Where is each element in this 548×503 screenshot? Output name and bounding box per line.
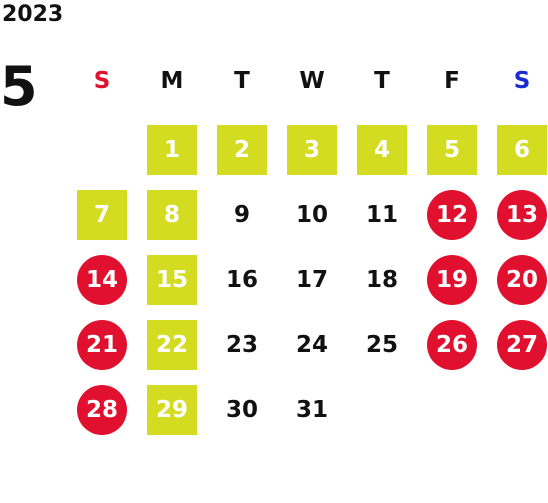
day-cell-8: 8 <box>147 190 197 240</box>
day-cell-6: 6 <box>497 125 547 175</box>
day-cell-5: 5 <box>427 125 477 175</box>
day-cell-20: 20 <box>497 255 547 305</box>
day-cell-31: 31 <box>295 397 328 423</box>
day-cell-29: 29 <box>147 385 197 435</box>
day-cell-3: 3 <box>287 125 337 175</box>
day-cell-26: 26 <box>427 320 477 370</box>
day-cell-21: 21 <box>77 320 127 370</box>
day-cell-1: 1 <box>147 125 197 175</box>
day-cell-24: 24 <box>295 332 328 358</box>
day-cell-12: 12 <box>427 190 477 240</box>
day-cell-14: 14 <box>77 255 127 305</box>
day-cell-23: 23 <box>225 332 258 358</box>
calendar-year: 2023 <box>2 2 64 27</box>
day-cell-18: 18 <box>365 267 398 293</box>
weekday-wednesday: W <box>299 68 325 94</box>
day-cell-4: 4 <box>357 125 407 175</box>
day-cell-30: 30 <box>225 397 258 423</box>
weekday-monday: M <box>160 68 184 94</box>
day-cell-2: 2 <box>217 125 267 175</box>
weekday-header: S M T W T F S <box>0 68 548 98</box>
weekday-tuesday: T <box>234 68 250 94</box>
day-cell-10: 10 <box>295 202 328 228</box>
day-cell-13: 13 <box>497 190 547 240</box>
day-cell-27: 27 <box>497 320 547 370</box>
weekday-friday: F <box>444 68 460 94</box>
day-cell-28: 28 <box>77 385 127 435</box>
calendar-month: 5 <box>0 55 38 118</box>
day-cell-19: 19 <box>427 255 477 305</box>
day-cell-7: 7 <box>77 190 127 240</box>
weekday-saturday: S <box>513 68 531 94</box>
day-cell-16: 16 <box>225 267 258 293</box>
day-cell-11: 11 <box>365 202 398 228</box>
day-cell-22: 22 <box>147 320 197 370</box>
weekday-sunday: S <box>93 68 111 94</box>
day-cell-17: 17 <box>295 267 328 293</box>
day-cell-15: 15 <box>147 255 197 305</box>
day-cell-9: 9 <box>233 202 250 228</box>
weekday-thursday: T <box>374 68 390 94</box>
day-cell-25: 25 <box>365 332 398 358</box>
